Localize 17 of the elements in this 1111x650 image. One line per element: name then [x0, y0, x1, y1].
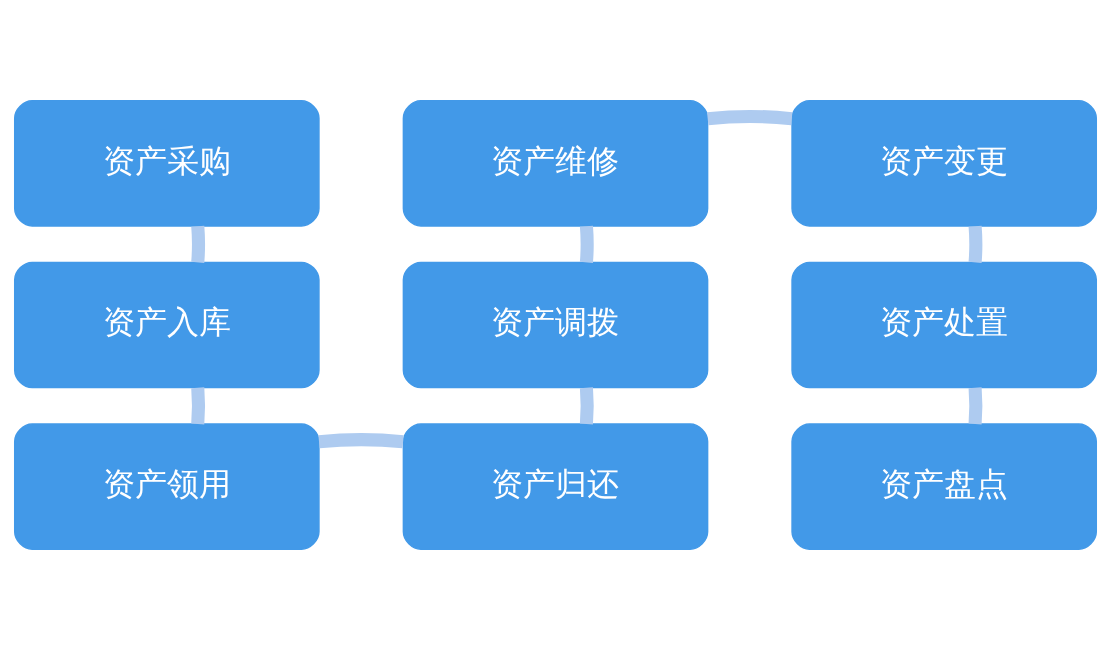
connector: [579, 225, 594, 263]
connector: [707, 109, 793, 126]
connector: [191, 387, 206, 425]
node-box: 资产归还: [402, 423, 709, 550]
node-box: 资产处置: [791, 261, 1097, 389]
connector: [318, 433, 404, 449]
node-box: 资产采购: [14, 100, 320, 227]
node-box: 资产调拨: [402, 261, 709, 389]
node-box: 资产盘点: [791, 423, 1097, 550]
node-box: 资产维修: [402, 100, 709, 227]
connector: [968, 225, 983, 263]
connector: [579, 387, 594, 425]
connector: [191, 225, 206, 263]
connector: [968, 387, 983, 425]
node-box: 资产领用: [14, 423, 320, 550]
node-box: 资产入库: [14, 261, 320, 389]
node-box: 资产变更: [791, 100, 1097, 227]
